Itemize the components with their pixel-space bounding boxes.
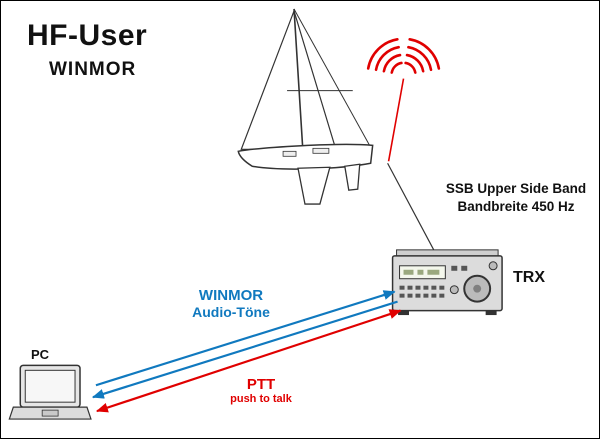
sailboat-icon xyxy=(237,8,374,205)
page-subtitle: WINMOR xyxy=(49,59,137,80)
ssb-note: SSB Upper Side Band Bandbreite 450 Hz xyxy=(433,180,599,216)
ptt-link-label: PTT push to talk xyxy=(195,376,327,405)
rf-waves-icon xyxy=(366,38,441,74)
ptt-link-label-line1: PTT xyxy=(246,376,276,393)
pc-label: PC xyxy=(31,347,50,362)
audio-link-label-line1: WINMOR xyxy=(198,287,264,304)
transceiver-icon xyxy=(391,249,503,316)
laptop-icon xyxy=(8,364,92,420)
audio-link-label-line2: Audio-Töne xyxy=(192,304,270,320)
trx-label: TRX xyxy=(513,269,545,286)
ssb-note-line1: SSB Upper Side Band xyxy=(445,181,587,196)
ssb-note-line2: Bandbreite 450 Hz xyxy=(457,199,575,215)
ptt-link-label-line2: push to talk xyxy=(230,393,292,405)
ptt-link-line xyxy=(95,309,402,413)
antenna-feedline xyxy=(387,162,437,256)
antenna-wire xyxy=(387,78,405,162)
audio-link-label: WINMOR Audio-Töne xyxy=(157,287,305,320)
page-title: HF-User xyxy=(27,19,148,52)
